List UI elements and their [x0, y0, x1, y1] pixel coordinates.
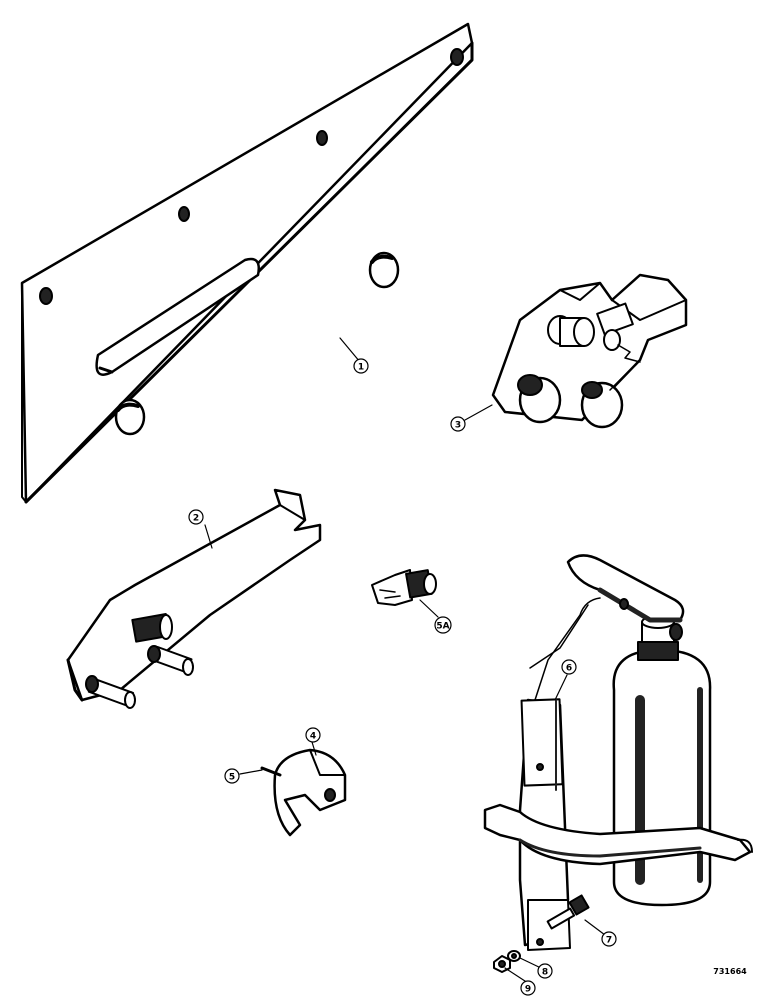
svg-text:2: 2	[193, 514, 199, 524]
washer-8	[507, 950, 521, 962]
svg-text:4: 4	[310, 732, 316, 742]
callout-5a: 5A	[434, 616, 452, 634]
small-pin	[260, 766, 282, 777]
fitting-5a	[371, 569, 437, 606]
hook-bracket	[66, 488, 322, 709]
callout-5: 5	[224, 768, 240, 784]
callout-2: 2	[188, 509, 204, 525]
clamp-part	[273, 748, 347, 837]
bracket-assembly	[491, 273, 688, 429]
callout-1: 1	[353, 358, 369, 374]
fire-extinguisher	[483, 554, 753, 951]
callout-9: 9	[520, 980, 536, 996]
svg-text:3: 3	[455, 421, 461, 431]
mounting-plate	[20, 22, 474, 504]
drawing-code: 731664	[713, 967, 747, 976]
bolt-7	[546, 894, 590, 930]
callout-7: 7	[601, 931, 617, 947]
callout-3: 3	[450, 416, 466, 432]
svg-text:5A: 5A	[436, 622, 449, 632]
svg-text:1: 1	[358, 363, 364, 373]
svg-text:5: 5	[229, 773, 235, 783]
svg-text:7: 7	[606, 936, 612, 946]
svg-text:9: 9	[525, 985, 531, 995]
callout-4: 4	[305, 727, 321, 743]
leader-lines	[204, 337, 606, 984]
callout-8: 8	[537, 963, 553, 979]
svg-text:6: 6	[566, 664, 572, 674]
svg-text:8: 8	[542, 968, 548, 978]
callout-6: 6	[561, 659, 577, 675]
